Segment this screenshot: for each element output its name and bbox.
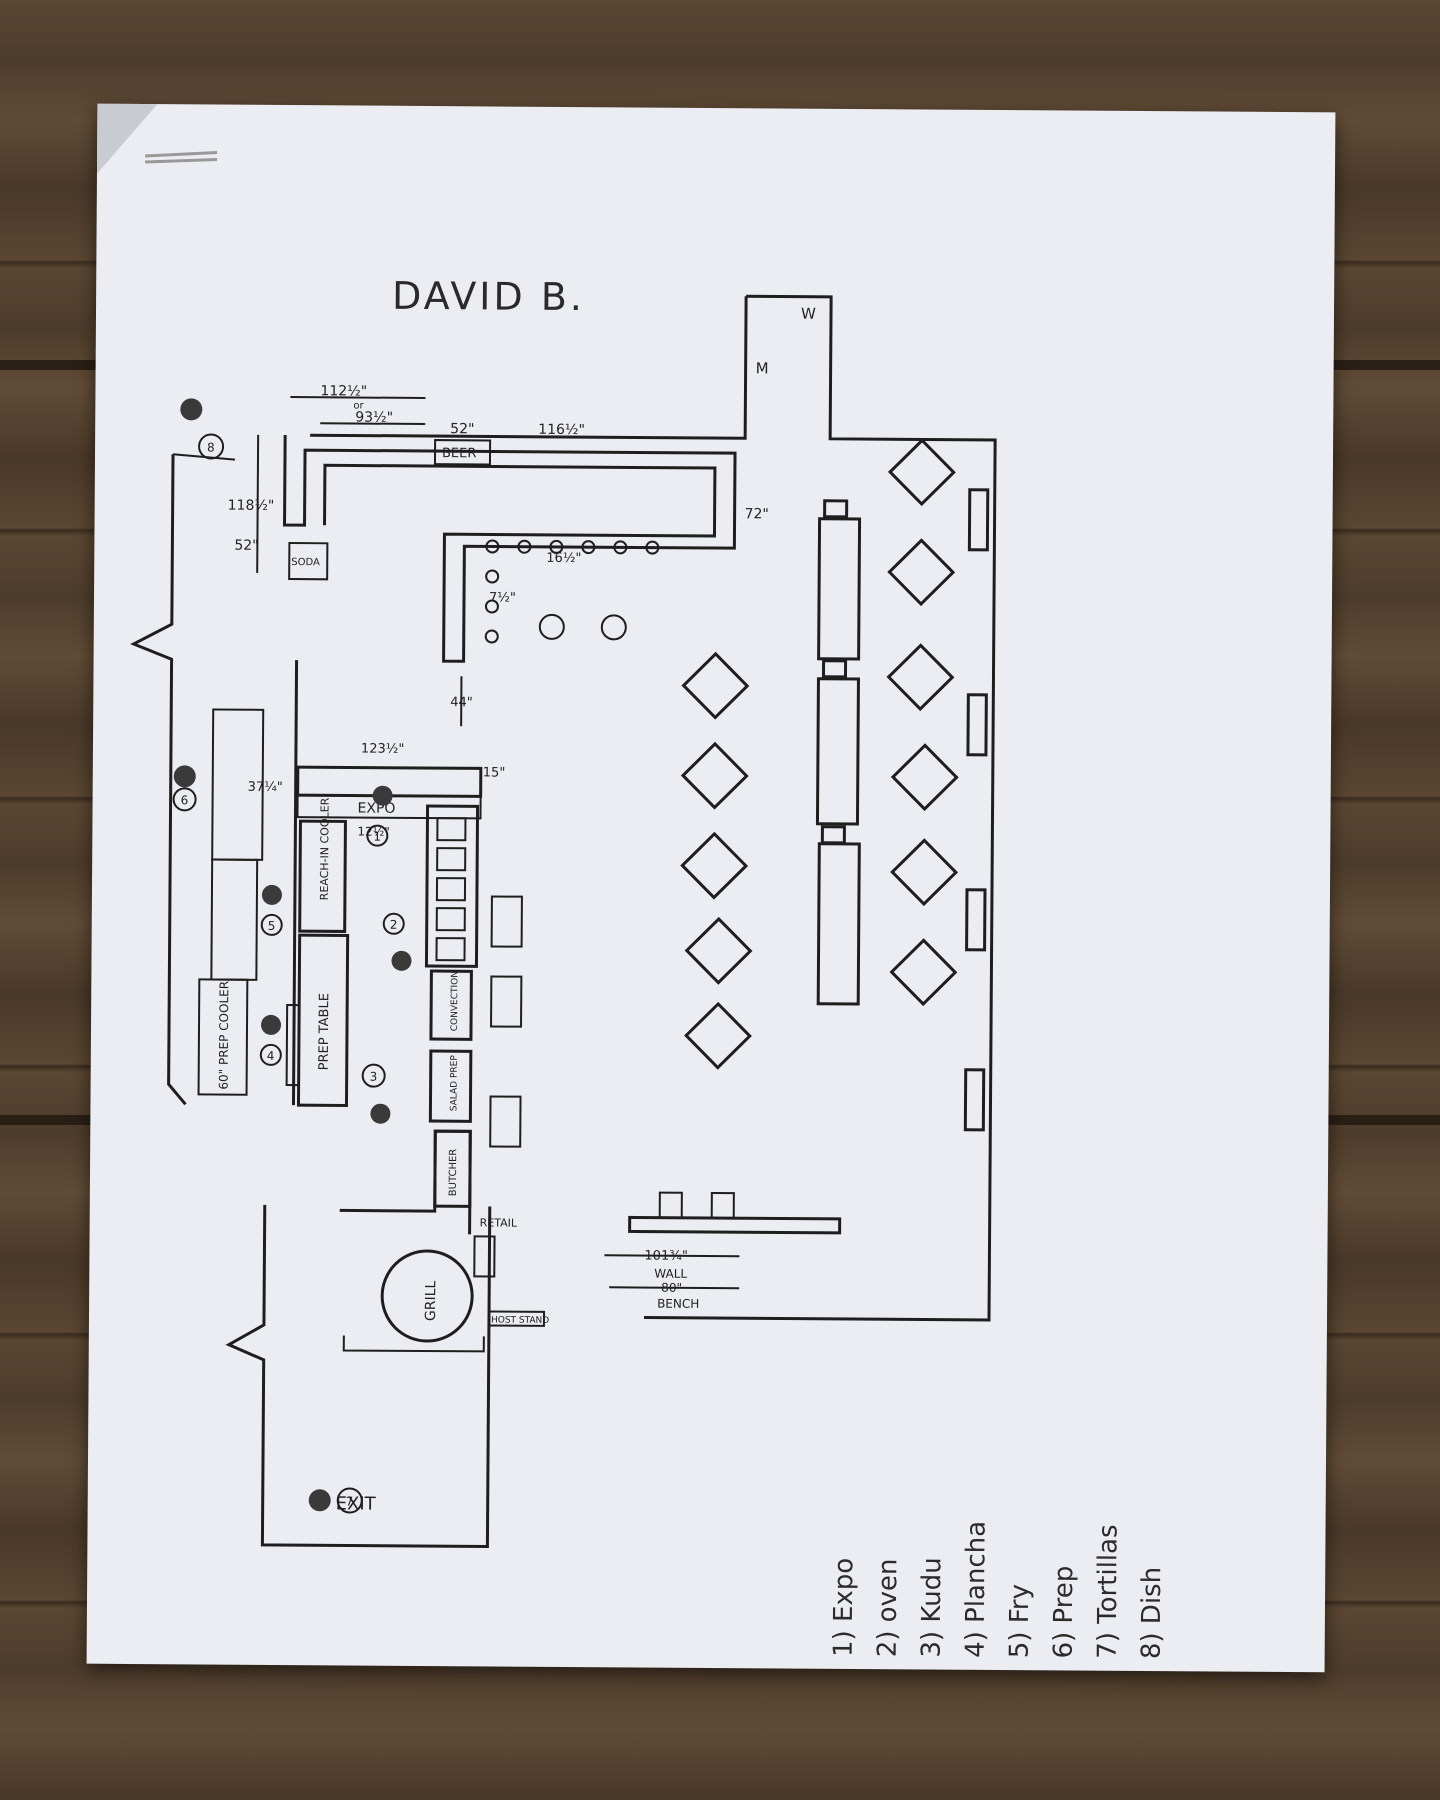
soda-label: SODA [291, 557, 320, 568]
prep-cooler [197, 978, 249, 1096]
staple [145, 151, 218, 158]
kitchen-wall [291, 660, 299, 1106]
grill [380, 1249, 474, 1343]
dim-7: 7½" [489, 590, 516, 605]
dim-118: 118½" [228, 498, 275, 514]
legend-item: 7) Tortillas [1092, 1524, 1124, 1659]
bench-seat [710, 1192, 735, 1220]
wall-booths [963, 488, 990, 1132]
beer-label: BEER [442, 446, 476, 461]
bench-label: BENCH [657, 1297, 699, 1311]
retail-label: RETAIL [480, 1216, 518, 1229]
dim-93: 93½" [355, 410, 393, 426]
oven-rack [424, 804, 480, 968]
bar-counter [283, 435, 737, 663]
reach-in-cooler [298, 819, 347, 933]
mens-restroom-label: M [756, 359, 769, 377]
soda-machine [288, 542, 329, 581]
legend-item: 1) Expo [828, 1557, 860, 1658]
station-legend: 1) Expo 2) oven 3) Kudu 4) Plancha 5) Fr… [822, 1237, 1168, 1659]
salad-prep-label: SALAD PREP [449, 1055, 459, 1112]
dim-15: 15" [483, 765, 506, 780]
host-stand-label: HOST STAND [491, 1315, 549, 1325]
womens-restroom-label: W [801, 305, 816, 323]
dim-80: 80" [661, 1281, 682, 1295]
dim-52-top: 52" [450, 421, 474, 437]
dim-12: 12½" [357, 825, 390, 839]
retail-shelf [473, 1235, 496, 1278]
marker-6: 6 [181, 793, 189, 807]
prep-table-shelf [285, 1004, 301, 1087]
salad-prep [428, 1049, 473, 1123]
line-equipment [489, 895, 523, 1148]
legend-item: 5) Fry [1004, 1583, 1036, 1659]
grill-counter [342, 1335, 485, 1353]
legend-item: 3) Kudu [916, 1557, 948, 1658]
bar-stools [484, 539, 660, 644]
convection-oven [429, 969, 473, 1041]
reach-in-label: REACH-IN COOLER [318, 797, 332, 900]
floor-plan: W M BEER SODA 112½" or 93½" 52" 116½" 11… [130, 151, 997, 1548]
beer-tap [433, 439, 492, 466]
corridor-wall [130, 454, 187, 1106]
marker-3: 3 [370, 1070, 378, 1084]
legend-item: 6) Prep [1048, 1565, 1080, 1659]
marker-7: 7 [346, 1494, 354, 1508]
pass-wall [339, 1129, 472, 1235]
dim-112: 112½" [320, 383, 367, 399]
dim-72: 72" [745, 506, 769, 522]
wall-label: WALL [654, 1267, 687, 1281]
dim-101: 101¾" [644, 1249, 688, 1264]
prep-cooler-label: 60" PREP COOLER [217, 981, 232, 1090]
host-stand [487, 1310, 546, 1327]
station-markers: 1 2 3 4 5 6 7 8 [172, 398, 412, 1514]
legend-item: 2) oven [872, 1558, 904, 1658]
legend-item: 4) Plancha [960, 1520, 992, 1658]
four-top-tables [680, 438, 959, 1070]
bench-wall [628, 1215, 842, 1235]
grill-label: GRILL [423, 1280, 439, 1321]
butcher-label: BUTCHER [448, 1149, 459, 1197]
dim-16: 16½" [546, 551, 581, 566]
restroom-wall [643, 294, 997, 1322]
exit-label: EXIT [335, 1493, 376, 1515]
prep-table-label: PREP TABLE [317, 993, 333, 1070]
legend-item: 8) Dish [1136, 1566, 1168, 1660]
convection-label: CONVECTION [450, 971, 460, 1031]
marker-5: 5 [268, 919, 276, 933]
marker-4: 4 [267, 1049, 275, 1063]
grill-room-wall [225, 1204, 492, 1548]
communal-tables [815, 499, 862, 1006]
dining-wall [310, 296, 748, 440]
dim-or: or [353, 400, 364, 411]
marker-2: 2 [390, 918, 398, 932]
dim-123: 123½" [361, 742, 405, 757]
bench-seat [658, 1191, 683, 1219]
counter-block [210, 858, 259, 981]
marker-1: 1 [373, 830, 381, 844]
dim-37: 37¼" [248, 780, 283, 795]
paper-sheet: DAVID B. W M BEER SODA 112½" or 93½" 52"… [86, 103, 1336, 1673]
marker-8: 8 [207, 440, 215, 454]
dim-116: 116½" [538, 422, 585, 438]
dim-52-left: 52" [234, 538, 258, 554]
